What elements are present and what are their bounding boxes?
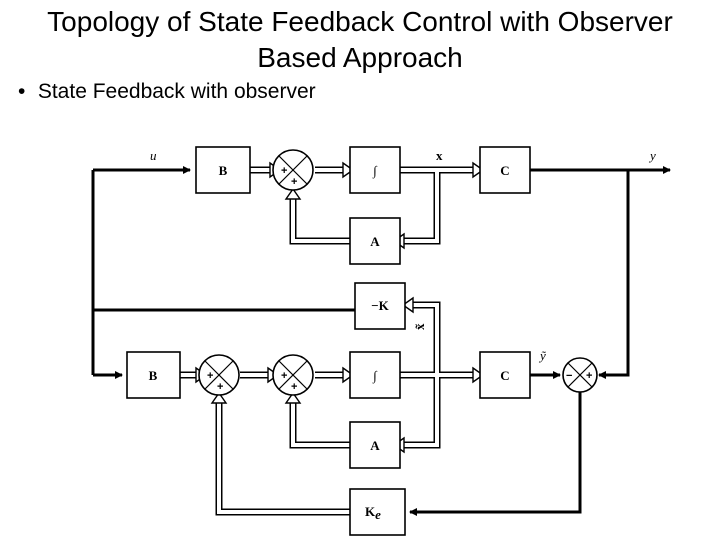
bullet-text: State Feedback with observer [37,80,316,103]
svg-text:B: B [149,368,158,383]
gain-Ke-block: Ke [349,488,406,536]
vector-signal-paths [180,166,475,516]
svg-text:∫: ∫ [372,163,378,179]
observer-summing-junction-2: + + [272,354,314,396]
bullet-dot-icon: • [18,80,26,103]
svg-text:+: + [291,176,297,188]
svg-text:∫: ∫ [372,368,378,384]
svg-text:C: C [500,163,509,178]
svg-text:A: A [370,438,380,453]
observer-B-block: B [126,351,181,399]
svg-text:+: + [207,370,213,382]
observer-A-block: A [349,421,401,469]
plant-B-block: B [195,146,251,194]
signal-u-label: u [150,148,157,163]
signal-y-label: y [648,148,656,163]
gain-K-block: −K [354,282,406,330]
slide-title: Topology of State Feedback Control with … [0,4,720,76]
error-to-Ke-wire [409,392,582,516]
observer-comparator: − + [562,357,598,393]
plant-integrator-block: ∫ [349,146,401,194]
vector-signal-paths-inner [180,168,475,514]
svg-text:+: + [291,381,297,393]
svg-text:−: − [566,370,572,382]
u-feedback-wire [91,170,355,375]
title-line-1: Topology of State Feedback Control with … [47,6,673,37]
y-to-comparator-wire [598,170,630,379]
svg-text:+: + [217,381,223,393]
bullet-item: • State Feedback with observer [18,78,316,106]
plant-C-block: C [479,146,531,194]
svg-text:Ke: Ke [365,504,381,522]
signal-y-tilde-label: ỹ [538,348,547,363]
svg-text:C: C [500,368,509,383]
plant-A-block: A [349,217,401,265]
signal-x-tilde-label: x̃ [412,323,427,330]
svg-text:+: + [281,370,287,382]
svg-text:A: A [370,234,380,249]
svg-text:B: B [219,163,228,178]
signal-x-label: x [436,148,443,163]
observer-summing-junction-1: + + [198,354,240,396]
observer-integrator-block: ∫ [349,351,401,399]
svg-text:+: + [281,165,287,177]
svg-text:+: + [586,370,592,382]
title-line-2: Based Approach [257,42,463,73]
observer-C-block: C [479,351,531,399]
svg-text:−K: −K [371,298,389,313]
plant-summing-junction: + + [272,149,314,191]
